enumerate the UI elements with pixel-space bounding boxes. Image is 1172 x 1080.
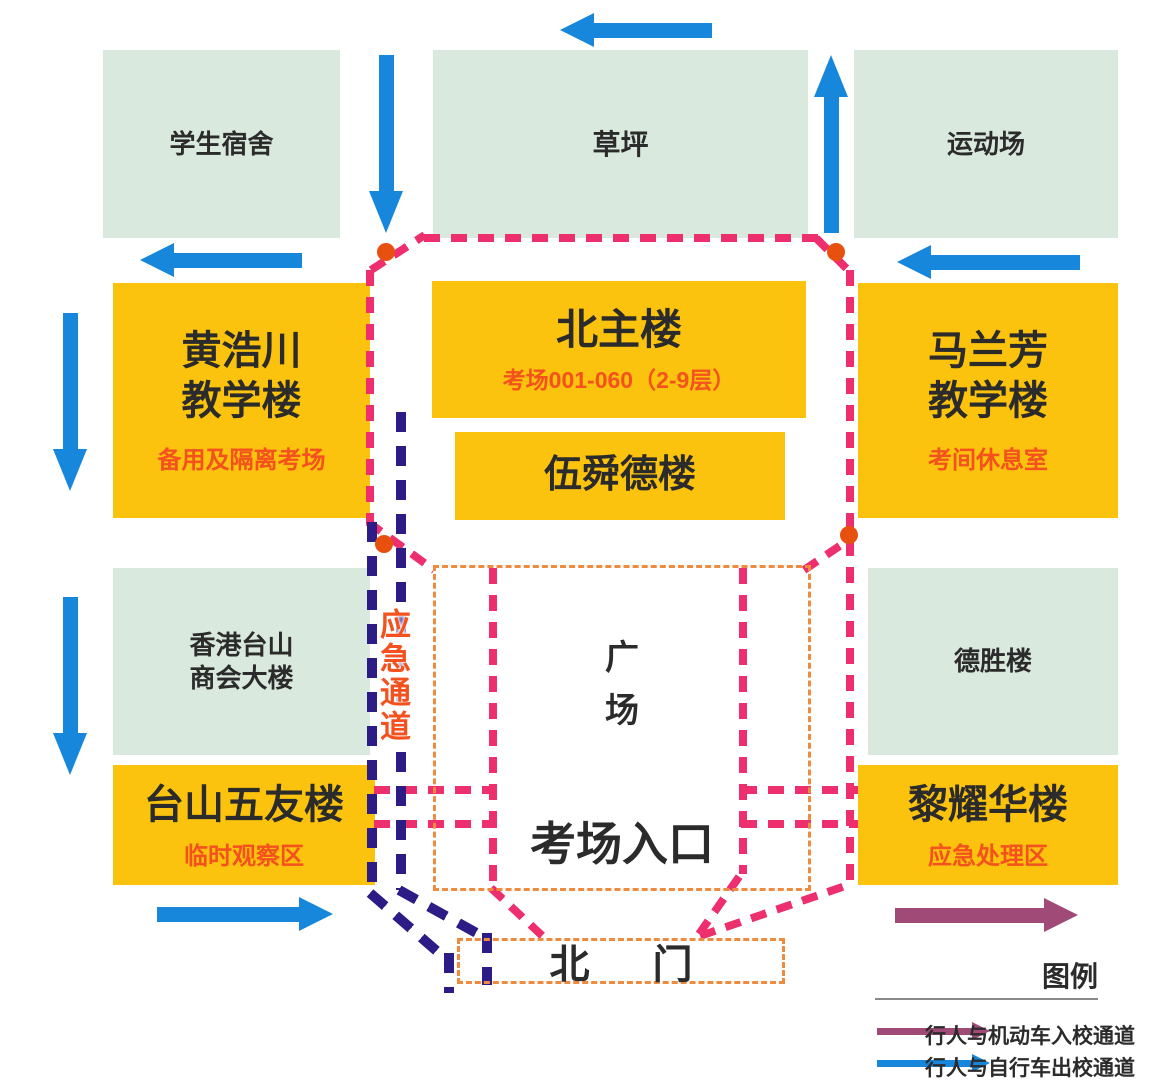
junction-dot-topright <box>827 243 845 261</box>
legend-exit-arrow-icon <box>877 1054 990 1072</box>
entry-arrow-bottom-right-icon <box>895 898 1078 932</box>
arrowhead-icon <box>299 897 333 931</box>
arrowhead-icon <box>140 243 174 277</box>
arrow-shaft <box>62 313 78 449</box>
block-beizhulou-label: 北主楼 <box>555 306 682 354</box>
arrowhead-icon <box>560 13 594 47</box>
junction-dot-midleft <box>375 535 393 553</box>
exit-arrow-left-margin-2-icon <box>53 597 87 775</box>
arrow-shaft <box>378 55 394 191</box>
block-huanghaochuan-sub: 备用及隔离考场 <box>157 447 326 474</box>
block-wushunde-label: 伍舜德楼 <box>543 454 696 497</box>
arrow-shaft <box>895 907 1044 923</box>
arrowhead-icon <box>972 1054 990 1072</box>
exam-entrance-label: 考场入口 <box>530 818 714 870</box>
block-liyaohua-sub: 应急处理区 <box>928 842 1048 870</box>
legend-exit-label: 行人与自行车出校通道 <box>925 1057 1135 1080</box>
block-malanfang-label: 马兰芳 教学楼 <box>928 329 1048 423</box>
block-student-dorm-label: 学生宿舍 <box>169 128 274 159</box>
exit-arrow-bottom-left-right-icon <box>157 897 333 931</box>
arrow-shaft <box>62 597 78 733</box>
block-liyaohua: 黎耀华楼 应急处理区 <box>858 765 1118 885</box>
junction-dot-midright <box>840 526 858 544</box>
plaza-area: 广 场 考场入口 <box>433 565 811 891</box>
block-taishan-wuyou: 台山五友楼 临时观察区 <box>113 765 375 885</box>
pink-route-right-vertical <box>846 270 854 886</box>
block-student-dorm: 学生宿舍 <box>103 50 340 238</box>
exit-arrow-below-dorm-icon <box>140 243 302 277</box>
arrow-shaft <box>931 254 1080 270</box>
purple-emergency-right-vertical <box>396 412 406 890</box>
block-lawn: 草坪 <box>433 50 808 238</box>
block-beizhulou-sub: 考场001-060（2-9层） <box>502 366 736 393</box>
block-desheng: 德胜楼 <box>868 568 1118 755</box>
arrowhead-icon <box>53 733 87 775</box>
block-desheng-label: 德胜楼 <box>953 646 1032 677</box>
block-sports-field: 运动场 <box>854 50 1118 238</box>
arrowhead-icon <box>53 449 87 491</box>
exit-arrow-top-left-icon <box>560 13 712 47</box>
pink-route-top <box>424 234 820 242</box>
arrow-shaft <box>157 906 299 922</box>
legend-entry-label: 行人与机动车入校通道 <box>925 1025 1135 1048</box>
emergency-channel-label: 应急通道 <box>375 608 410 744</box>
legend-title: 图例 <box>1041 961 1098 992</box>
exit-arrow-gap-down-icon <box>369 55 403 233</box>
block-beizhulou: 北主楼 考场001-060（2-9层） <box>432 281 806 418</box>
block-lawn-label: 草坪 <box>592 128 649 160</box>
arrow-shaft <box>594 22 712 38</box>
block-taishan-wuyou-label: 台山五友楼 <box>144 782 344 827</box>
pink-route-left-vertical <box>366 270 374 524</box>
plaza-label: 广 场 <box>605 639 639 730</box>
purple-emergency-left-tail <box>444 953 454 993</box>
exit-arrow-lawn-up-icon <box>814 55 848 233</box>
exit-arrow-below-sports-icon <box>897 245 1080 279</box>
block-liyaohua-label: 黎耀华楼 <box>908 782 1068 827</box>
block-hk-taishan-label: 香港台山 商会大楼 <box>189 630 294 693</box>
block-huanghaochuan-label: 黄浩川 教学楼 <box>181 329 302 423</box>
pink-route-plaza-right <box>739 568 747 874</box>
arrowhead-icon <box>897 245 931 279</box>
purple-emergency-left-vertical <box>367 522 377 893</box>
north-gate-label: 北 门 <box>549 943 719 987</box>
purple-emergency-right-tail <box>482 933 492 985</box>
arrowhead-icon <box>972 1022 990 1040</box>
exit-arrow-left-margin-1-icon <box>53 313 87 491</box>
arrowhead-icon <box>369 191 403 233</box>
legend-entry-arrow-icon <box>877 1022 990 1040</box>
block-huanghaochuan: 黄浩川 教学楼 备用及隔离考场 <box>113 283 370 518</box>
block-malanfang-sub: 考间休息室 <box>928 447 1048 474</box>
block-wushunde: 伍舜德楼 <box>455 432 785 520</box>
arrow-shaft <box>823 97 839 233</box>
north-gate-area: 北 门 <box>457 938 785 987</box>
pink-route-plaza-left <box>489 568 497 888</box>
arrow-shaft <box>877 1059 972 1067</box>
arrowhead-icon <box>814 55 848 97</box>
block-hk-taishan: 香港台山 商会大楼 <box>113 568 370 755</box>
arrowhead-icon <box>1044 898 1078 932</box>
arrow-shaft <box>174 252 302 268</box>
pink-route-cross-right-2 <box>741 820 858 828</box>
junction-dot-topleft <box>377 243 395 261</box>
arrow-shaft <box>877 1027 972 1035</box>
pink-route-cross-right-1 <box>741 786 858 794</box>
block-malanfang: 马兰芳 教学楼 考间休息室 <box>858 283 1118 518</box>
legend-divider <box>875 998 1098 1000</box>
block-sports-field-label: 运动场 <box>946 128 1025 159</box>
block-taishan-wuyou-sub: 临时观察区 <box>184 842 304 870</box>
